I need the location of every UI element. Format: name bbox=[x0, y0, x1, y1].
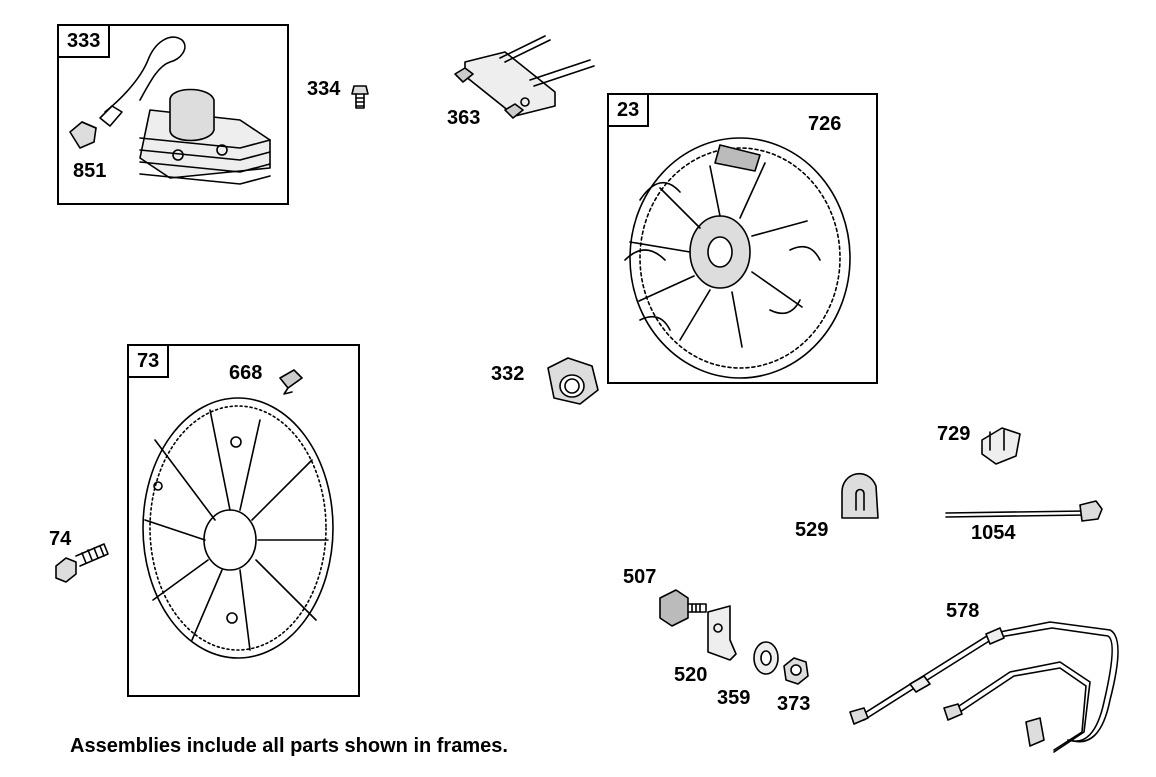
frame-tag-23: 23 bbox=[607, 93, 650, 127]
frame-333: 333 bbox=[57, 24, 289, 205]
connector-part-851 bbox=[69, 121, 97, 149]
part-label-359: 359 bbox=[717, 687, 751, 709]
part-label-74: 74 bbox=[49, 528, 72, 550]
footer-caption: Assemblies include all parts shown in fr… bbox=[70, 735, 508, 757]
part-label-334: 334 bbox=[307, 78, 341, 100]
part-label-668: 668 bbox=[229, 362, 263, 384]
wire-harness-part-578 bbox=[849, 621, 1119, 753]
grommet-part-529 bbox=[841, 472, 879, 519]
bracket-part-363 bbox=[454, 35, 595, 119]
cable-tie-part-1054 bbox=[945, 500, 1103, 522]
frame-tag-73: 73 bbox=[127, 344, 170, 378]
part-label-363: 363 bbox=[447, 107, 481, 129]
part-label-1054: 1054 bbox=[971, 522, 1016, 544]
part-label-332: 332 bbox=[491, 363, 525, 385]
frame-73: 73 bbox=[127, 344, 360, 697]
bolt-part-74 bbox=[55, 543, 109, 583]
screen-part-73 bbox=[142, 397, 334, 659]
screw-part-334 bbox=[351, 85, 369, 109]
flywheel-part-726 bbox=[624, 137, 851, 379]
part-label-529: 529 bbox=[795, 519, 829, 541]
switch-part-507 bbox=[659, 589, 707, 627]
ignition-coil-part-333 bbox=[99, 36, 271, 185]
bracket-part-520 bbox=[707, 605, 737, 661]
nut-part-373 bbox=[783, 657, 809, 685]
part-label-726: 726 bbox=[808, 113, 842, 135]
frame-23: 23 bbox=[607, 93, 878, 384]
part-label-373: 373 bbox=[777, 693, 811, 715]
part-label-578: 578 bbox=[946, 600, 980, 622]
clip-part-729 bbox=[981, 427, 1021, 465]
screw-part-668 bbox=[279, 369, 303, 395]
frame-tag-333: 333 bbox=[57, 24, 111, 58]
part-label-729: 729 bbox=[937, 423, 971, 445]
part-label-851: 851 bbox=[73, 160, 107, 182]
lock-washer-part-359 bbox=[753, 641, 779, 675]
nut-part-332 bbox=[547, 357, 599, 405]
part-label-507: 507 bbox=[623, 566, 657, 588]
part-label-520: 520 bbox=[674, 664, 708, 686]
